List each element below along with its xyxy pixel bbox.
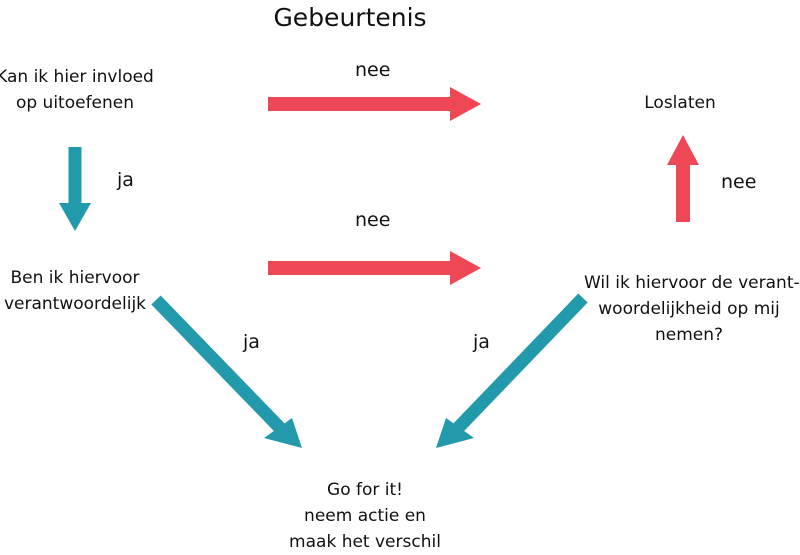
node-nemen-line2: woordelijkheid op mij <box>598 299 780 319</box>
arrow-nee-top <box>268 87 481 121</box>
label-nee-top: nee <box>355 59 391 81</box>
node-goforit-line1: Go for it! <box>327 480 403 500</box>
arrow-nee-up <box>667 135 699 222</box>
node-loslaten-text: Loslaten <box>644 93 716 113</box>
node-invloed-line2: op uitoefenen <box>15 93 135 113</box>
arrow-ja-diagonal-right <box>436 293 588 448</box>
node-invloed: Kan ik hier invloed op uitoefenen <box>0 64 160 116</box>
label-nee-middle: nee <box>355 209 391 231</box>
label-ja-diagonal-left: ja <box>243 331 260 353</box>
node-invloed-line1: Kan ik hier invloed <box>0 67 154 87</box>
node-verantwoordelijk-line1: Ben ik hiervoor <box>10 268 140 288</box>
label-ja-diagonal-right: ja <box>473 331 490 353</box>
node-verantwoordelijk-line2: verantwoordelijk <box>3 294 147 314</box>
label-nee-right: nee <box>721 171 757 193</box>
node-goforit-line2: neem actie en <box>304 506 426 526</box>
arrow-ja-down <box>59 147 91 231</box>
node-goforit-line3: maak het verschil <box>289 532 441 552</box>
diagram-title: Gebeurtenis <box>273 3 427 32</box>
label-ja-left: ja <box>117 169 134 191</box>
node-nemen: Wil ik hiervoor de verant- woordelijkhei… <box>584 270 800 348</box>
node-goforit: Go for it! neem actie en maak het versch… <box>280 477 450 555</box>
node-verantwoordelijk: Ben ik hiervoor verantwoordelijk <box>0 265 155 317</box>
node-loslaten: Loslaten <box>630 90 730 116</box>
arrow-ja-diagonal-left <box>151 295 302 448</box>
node-nemen-line3: nemen? <box>654 325 724 345</box>
arrow-nee-middle <box>268 251 481 285</box>
node-nemen-line1: Wil ik hiervoor de verant- <box>584 273 800 293</box>
